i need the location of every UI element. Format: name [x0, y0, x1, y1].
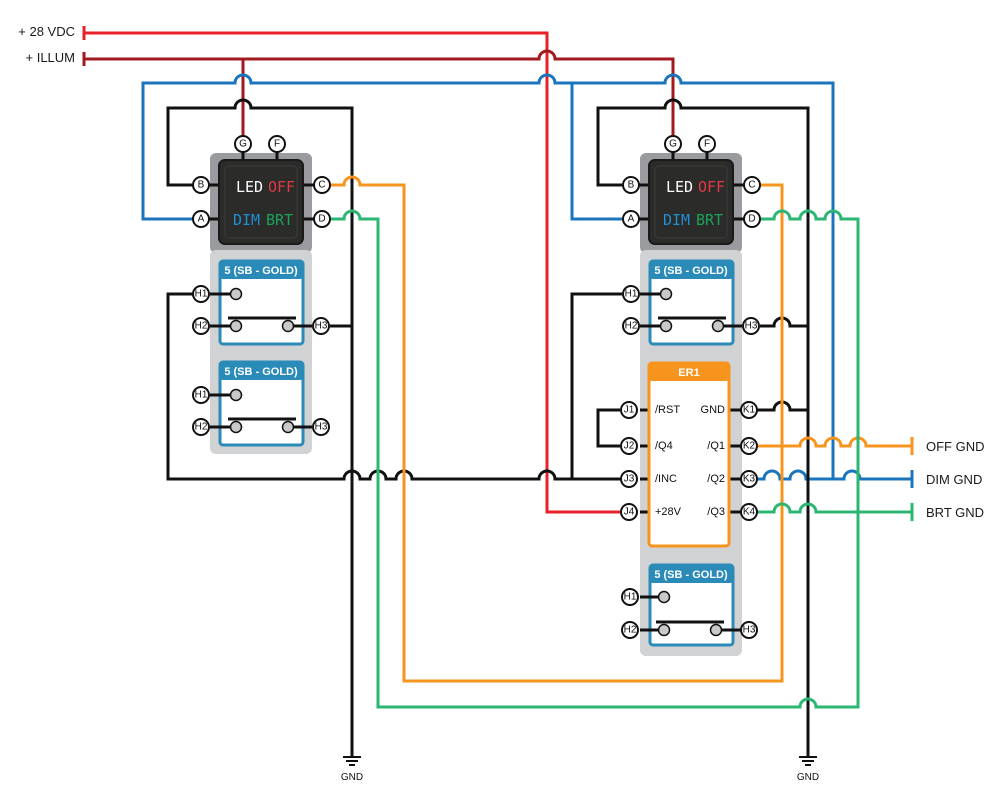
- pin-h2-label: H2: [195, 321, 208, 332]
- right-module: LED OFF DIM BRT G F B A C D 5 (SB - GOLD…: [620, 135, 761, 656]
- right-relay-2: 5 (SB - GOLD) H1 H2 H3: [621, 563, 758, 647]
- supply-illum-label: + ILLUM: [26, 50, 76, 65]
- right-pin-b-label: B: [628, 180, 635, 191]
- right-pin-a-label: A: [628, 214, 635, 225]
- er1-label-q3: /Q3: [707, 506, 725, 518]
- left-pin-b-label: B: [198, 180, 205, 191]
- pin-h1-label: H1: [625, 289, 638, 300]
- pin-j4-label: J4: [624, 507, 635, 518]
- ground-right-label: GND: [797, 772, 819, 783]
- right-legend-led: LED: [666, 178, 693, 196]
- er1-label-gnd: GND: [701, 404, 726, 416]
- wire-28vdc: [82, 26, 620, 514]
- er1-label-q1: /Q1: [707, 440, 725, 452]
- left-pin-c: [313, 176, 331, 194]
- ground-left: [343, 756, 361, 766]
- er1-module: ER1 /RST /Q4 /INC +28V GND /Q1 /Q2 /Q3 J…: [620, 361, 758, 548]
- pin-h1-label: H1: [624, 592, 637, 603]
- er1-label-28v: +28V: [655, 506, 682, 518]
- pin-j1-label: J1: [624, 405, 635, 416]
- pin-k3-label: K3: [743, 474, 756, 485]
- right-pin-c-label: C: [748, 180, 755, 191]
- pin-h3-label: H3: [745, 321, 758, 332]
- pin-h3-label: H3: [315, 321, 328, 332]
- wire-illum: [82, 49, 675, 136]
- right-pin-f-label: F: [704, 139, 710, 150]
- left-pin-d: [313, 210, 331, 228]
- er1-label-q2: /Q2: [707, 473, 725, 485]
- right-led-switch[interactable]: [648, 159, 734, 245]
- left-legend-dim: DIM: [233, 211, 260, 229]
- left-module: LED OFF DIM BRT G F B A C D 5 (SB - GOLD…: [192, 135, 331, 454]
- left-pin-f-label: F: [274, 139, 280, 150]
- left-pin-d-label: D: [318, 214, 325, 225]
- right-legend-off: OFF: [698, 178, 725, 196]
- er1-label-q4: /Q4: [655, 440, 673, 452]
- right-pin-g-label: G: [669, 139, 677, 150]
- wire-off-orange: [330, 175, 912, 683]
- left-pin-g-label: G: [239, 139, 247, 150]
- dim-gnd-label: DIM GND: [926, 472, 982, 487]
- left-relay-1: 5 (SB - GOLD) H1 H2 H3: [192, 259, 330, 346]
- right-relay-1-title: 5 (SB - GOLD): [654, 265, 728, 277]
- pin-h1-label: H1: [195, 390, 208, 401]
- left-led-switch[interactable]: [218, 159, 304, 245]
- left-relay-1-title: 5 (SB - GOLD): [224, 265, 298, 277]
- right-legend-brt: BRT: [696, 211, 723, 229]
- off-gnd-label: OFF GND: [926, 439, 985, 454]
- pin-j2-label: J2: [624, 441, 635, 452]
- right-pin-d-label: D: [748, 214, 755, 225]
- left-pin-c-label: C: [318, 180, 325, 191]
- wire-led-black: [166, 98, 810, 757]
- pin-h2-label: H2: [625, 321, 638, 332]
- brt-gnd-label: BRT GND: [926, 505, 984, 520]
- wire-dim-blue: [141, 73, 912, 481]
- right-relay-1: 5 (SB - GOLD) H1 H2 H3: [622, 259, 760, 346]
- left-legend-brt: BRT: [266, 211, 293, 229]
- pin-k4-label: K4: [743, 507, 756, 518]
- pin-h3-label: H3: [743, 625, 756, 636]
- left-relay-2: 5 (SB - GOLD) H1 H2 H3: [192, 360, 330, 447]
- left-legend-led: LED: [236, 178, 263, 196]
- pin-j3-label: J3: [624, 474, 635, 485]
- pin-h3-label: H3: [315, 422, 328, 433]
- left-relay-2-title: 5 (SB - GOLD): [224, 366, 298, 378]
- left-pin-a-label: A: [198, 214, 205, 225]
- wire-brt-green: [330, 209, 912, 709]
- pin-k2-label: K2: [743, 441, 756, 452]
- left-legend-off: OFF: [268, 178, 295, 196]
- pin-h1-label: H1: [195, 289, 208, 300]
- left-pin-b: [192, 176, 210, 194]
- pin-k1-label: K1: [743, 405, 756, 416]
- left-pin-g: [234, 135, 252, 153]
- er1-title: ER1: [678, 367, 699, 379]
- left-pin-f: [268, 135, 286, 153]
- right-relay-2-title: 5 (SB - GOLD): [654, 569, 728, 581]
- supply-28vdc-label: + 28 VDC: [18, 24, 75, 39]
- ground-right: [799, 756, 817, 766]
- er1-label-rst: /RST: [655, 404, 680, 416]
- pin-h2-label: H2: [624, 625, 637, 636]
- right-legend-dim: DIM: [663, 211, 690, 229]
- ground-left-label: GND: [341, 772, 363, 783]
- left-pin-a: [192, 210, 210, 228]
- er1-label-inc: /INC: [655, 473, 677, 485]
- pin-h2-label: H2: [195, 422, 208, 433]
